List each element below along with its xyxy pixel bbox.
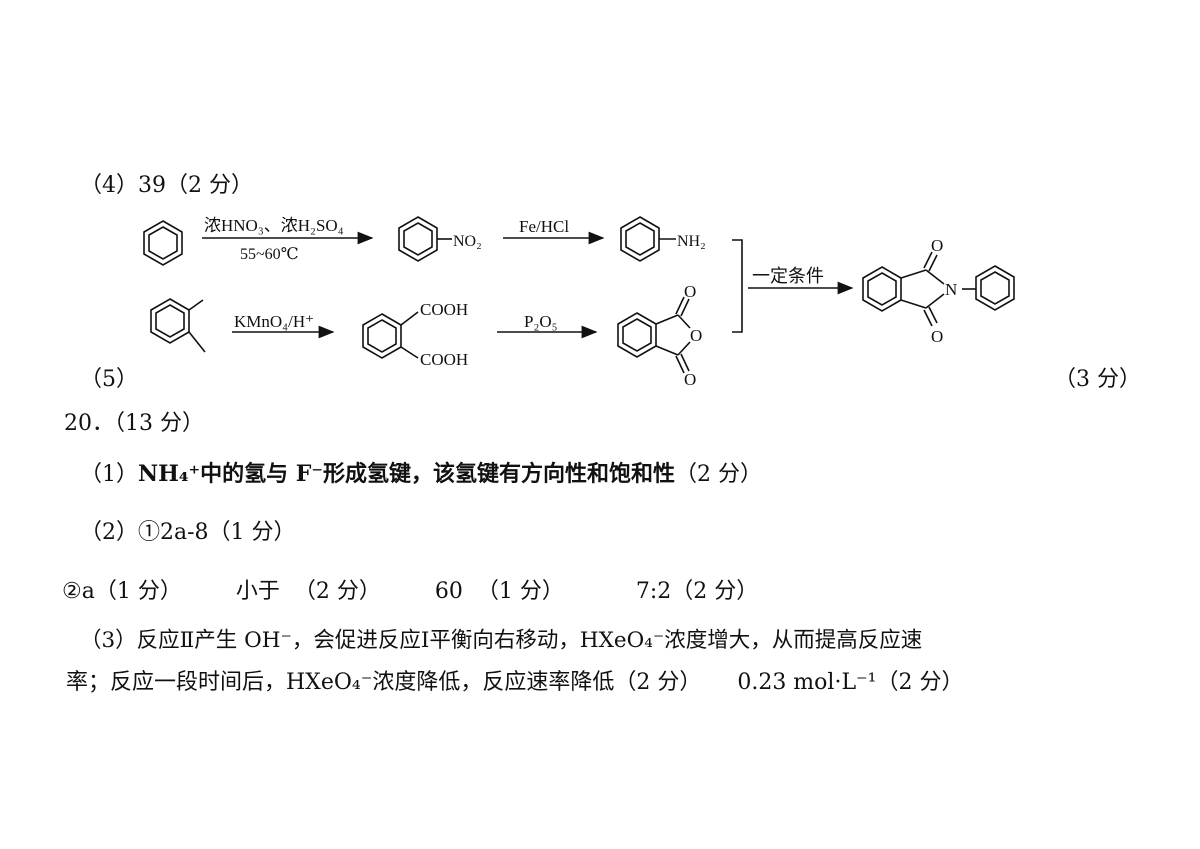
nitration-temp-label: 55~60℃: [240, 246, 299, 263]
dehydration-reagent-label: P₂O₅: [524, 312, 558, 331]
n-phenylphthalimide-structure: [862, 251, 1015, 327]
answer-a: ②a: [62, 579, 95, 604]
score-60: （1 分）: [476, 579, 564, 604]
score-ratio: （2 分）: [671, 579, 759, 604]
nitrobenzene-structure: [398, 216, 452, 262]
part5-number: （5）: [80, 367, 138, 392]
amino-group-label: NH₂: [677, 233, 706, 250]
cooh-top-label: COOH: [420, 300, 468, 319]
cooh-bottom-label: COOH: [420, 350, 468, 369]
answer-60: 60: [434, 579, 463, 604]
q20-part1-answer: NH₄⁺中的氢与 F⁻形成氢键，该氢键有方向性和饱和性: [138, 461, 676, 487]
nitration-reagent-label: 浓HNO₃、浓H₂SO₄: [204, 216, 344, 235]
q20-part2-line: （2）①2a-8（1 分）: [80, 519, 296, 547]
anhydride-o-top: O: [684, 282, 696, 301]
part4-score: （2 分）: [166, 173, 253, 198]
answer-ratio: 7:2: [635, 579, 672, 604]
part4-number: （4）: [80, 173, 138, 198]
q20-title: 20．（13 分）: [64, 411, 204, 436]
nitro-group-label: NO₂: [453, 233, 482, 250]
concentration-value: 0.23 mol·L⁻¹: [737, 670, 877, 695]
phthalic-acid-structure: [362, 311, 419, 359]
answer-less-than: 小于: [235, 579, 280, 604]
imide-o-bottom: O: [931, 327, 943, 346]
q20-part1-score: （2 分）: [675, 462, 763, 487]
bracket: [732, 239, 743, 333]
score-less-than: （2 分）: [293, 579, 381, 604]
benzene-structure: [143, 220, 183, 266]
aniline-structure: [620, 216, 676, 262]
anhydride-o-bottom: O: [684, 370, 696, 389]
imide-o-top: O: [931, 236, 943, 255]
part5-score: （3 分）: [1054, 367, 1141, 392]
score-a: （1 分）: [94, 579, 182, 604]
q20-part2-answer: ①2a-8: [138, 520, 209, 545]
imide-n: N: [945, 280, 957, 299]
q20-part3-line2-wrap: 率；反应一段时间后，HXeO₄⁻浓度降低，反应速率降低（2 分） 0.23 mol…: [66, 669, 963, 697]
q20-part3-line2: 率；反应一段时间后，HXeO₄⁻浓度降低，反应速率降低（2 分）: [66, 670, 702, 695]
condition-label: 一定条件: [752, 266, 824, 286]
reduction-reagent-label: Fe/HCl: [519, 217, 569, 236]
q20-part3-line1: （3）反应Ⅱ产生 OH⁻，会促进反应Ⅰ平衡向右移动，HXeO₄⁻浓度增大，从而提…: [80, 628, 923, 653]
q20-part1-number: （1）: [80, 462, 138, 487]
part4-answer: 39: [138, 173, 166, 198]
concentration-score: （2 分）: [876, 670, 964, 695]
q20-part2b-line: ②a（1 分） 小于（2 分） 60（1 分） 7:2（2 分）: [62, 578, 758, 606]
phthalic-anhydride-structure: [617, 296, 691, 374]
q20-part2-score: （1 分）: [208, 520, 296, 545]
part4-line: （4）39（2 分）: [80, 172, 253, 200]
anhydride-o-ring: O: [690, 326, 702, 345]
q20-part2-number: （2）: [80, 520, 138, 545]
oxidation-reagent-label: KMnO₄/H⁺: [234, 312, 314, 331]
q20-part1-line: （1）NH₄⁺中的氢与 F⁻形成氢键，该氢键有方向性和饱和性（2 分）: [80, 460, 762, 489]
o-xylene-structure: [150, 298, 206, 353]
